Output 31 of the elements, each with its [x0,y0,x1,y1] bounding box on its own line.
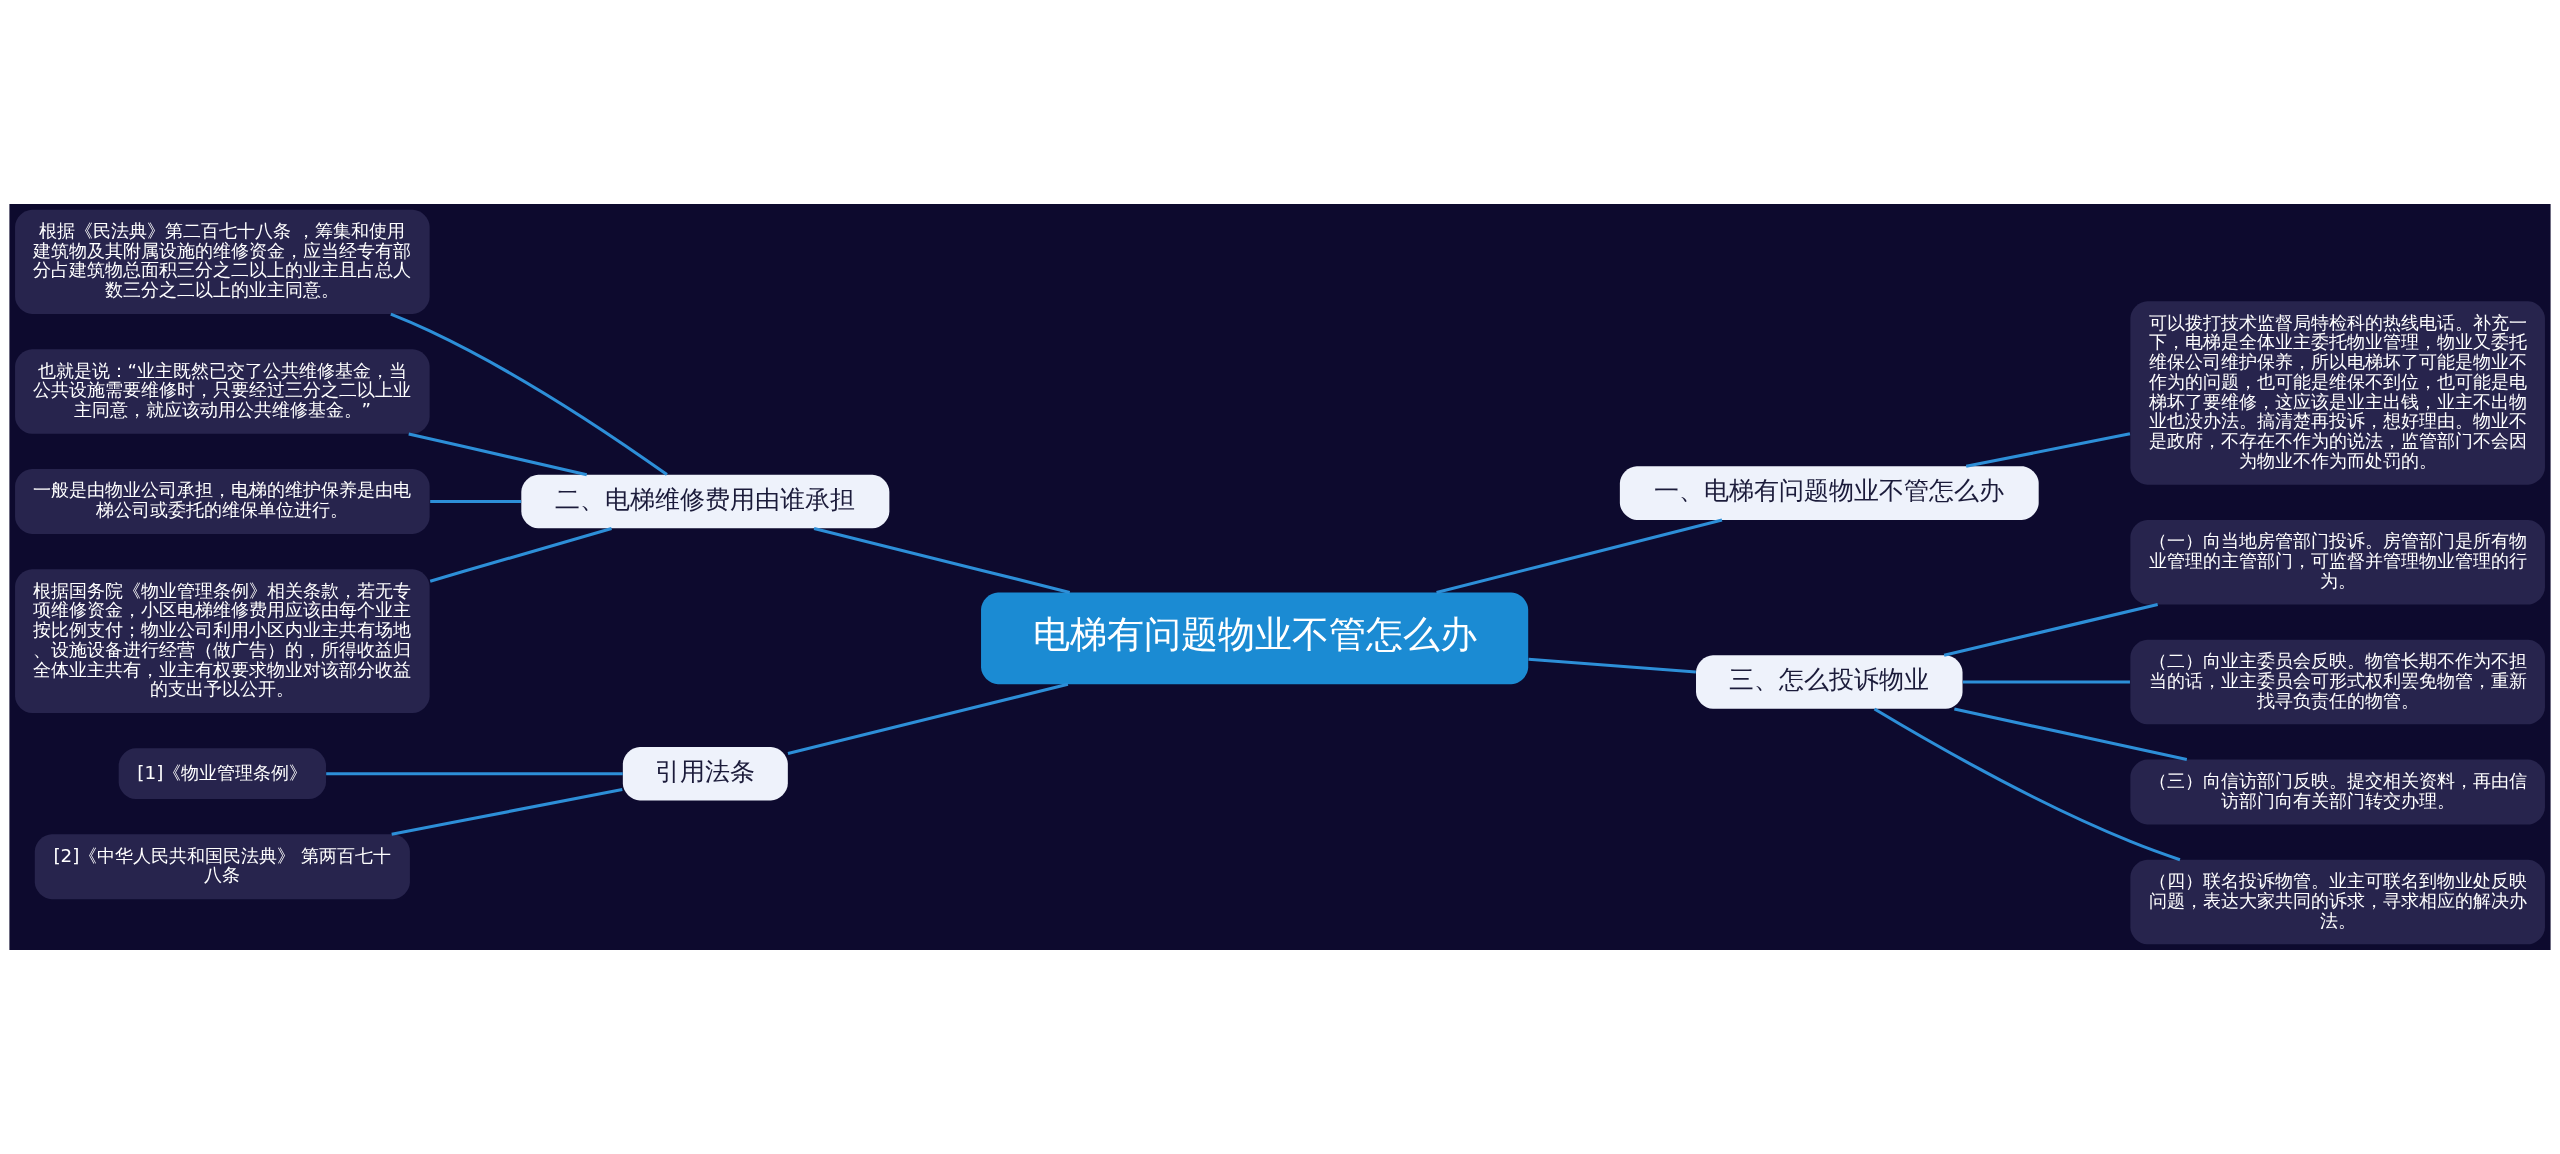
node-box: 二、电梯维修费用由谁承担 [521,474,890,529]
node-box: [1]《物业管理条例》 [118,748,326,800]
node-box: （四）联名投诉物管。业主可联名到物业处反映问题，表达大家共同的诉求，寻求相应的解决办法。 [2130,859,2545,945]
node-box: （二）向业主委员会反映。物管长期不作为不担当的话，业主委员会可形式权利罢免物管，重新找寻负责任的物管。 [2130,639,2545,725]
node-box: 三、怎么投诉物业 [1696,655,1963,709]
connector [787,682,1069,756]
connector [1954,707,2188,762]
connector [429,526,612,583]
node-box: 一般是由物业公司承担，电梯的维护保养是由电梯公司或委托的维保单位进行。 [15,469,430,534]
connector [430,500,522,504]
node-box: 电梯有问题物业不管怎么办 [981,592,1529,685]
connector [813,526,1071,594]
connector [1962,680,2130,684]
connector [1965,432,2131,468]
connector [1528,657,1696,674]
node-box: 也就是说：“业主既然已交了公共维修基金，当公共设施需要维修时，只要经过三分之二以上业主同意，就应该动用公共维修基金。” [15,349,430,434]
connector [326,772,623,776]
connector [1943,603,2159,657]
node-box: （一）向当地房管部门投诉。房管部门是所有物业管理的主管部门，可监督并管理物业管理的行为。 [2130,519,2545,605]
connector [408,432,588,477]
connector [1436,518,1723,594]
connector [391,788,623,836]
node-box: [2]《中华人民共和国民法典》 第两百七十八条 [34,834,410,900]
node-box: （三）向信访部门反映。提交相关资料，再由信访部门向有关部门转交办理。 [2130,759,2545,825]
connector [1873,707,2181,862]
node-box: 根据国务院《物业管理条例》相关条款，若无专项维修资金，小区电梯维修费用应该由每个业主按比例支付；物业公司利用小区内业主共有场地、设施设备进行经营（做广告）的，所得收益归全体业主共有，业主有权要求物业对该部分收益的支出予以公开。 [15,569,430,714]
connector [390,312,668,476]
node-box: 引用法条 [622,746,788,801]
node-box: 根据《民法典》第二百七十八条 ，筹集和使用建筑物及其附属设施的维修资金，应当经专有部分占建筑物总面积三分之二以上的业主且占总人数三分之二以上的业主同意。 [15,209,430,314]
node-box: 一、电梯有问题物业不管怎么办 [1619,466,2039,520]
node-box: 可以拨打技术监督局特检科的热线电话。补充一下，电梯是全体业主委托物业管理，物业又委托维保公司维护保养，所以电梯坏了可能是物业不作为的问题，也可能是维保不到位，也可能是电梯坏了要维修，这应该是业主出钱，业主不出物业也没办法。搞清楚再投诉，想好理由。物业不是政府，不存在不作为的说法，监管部门不会因为物业不作为而处罚的。 [2130,301,2545,485]
